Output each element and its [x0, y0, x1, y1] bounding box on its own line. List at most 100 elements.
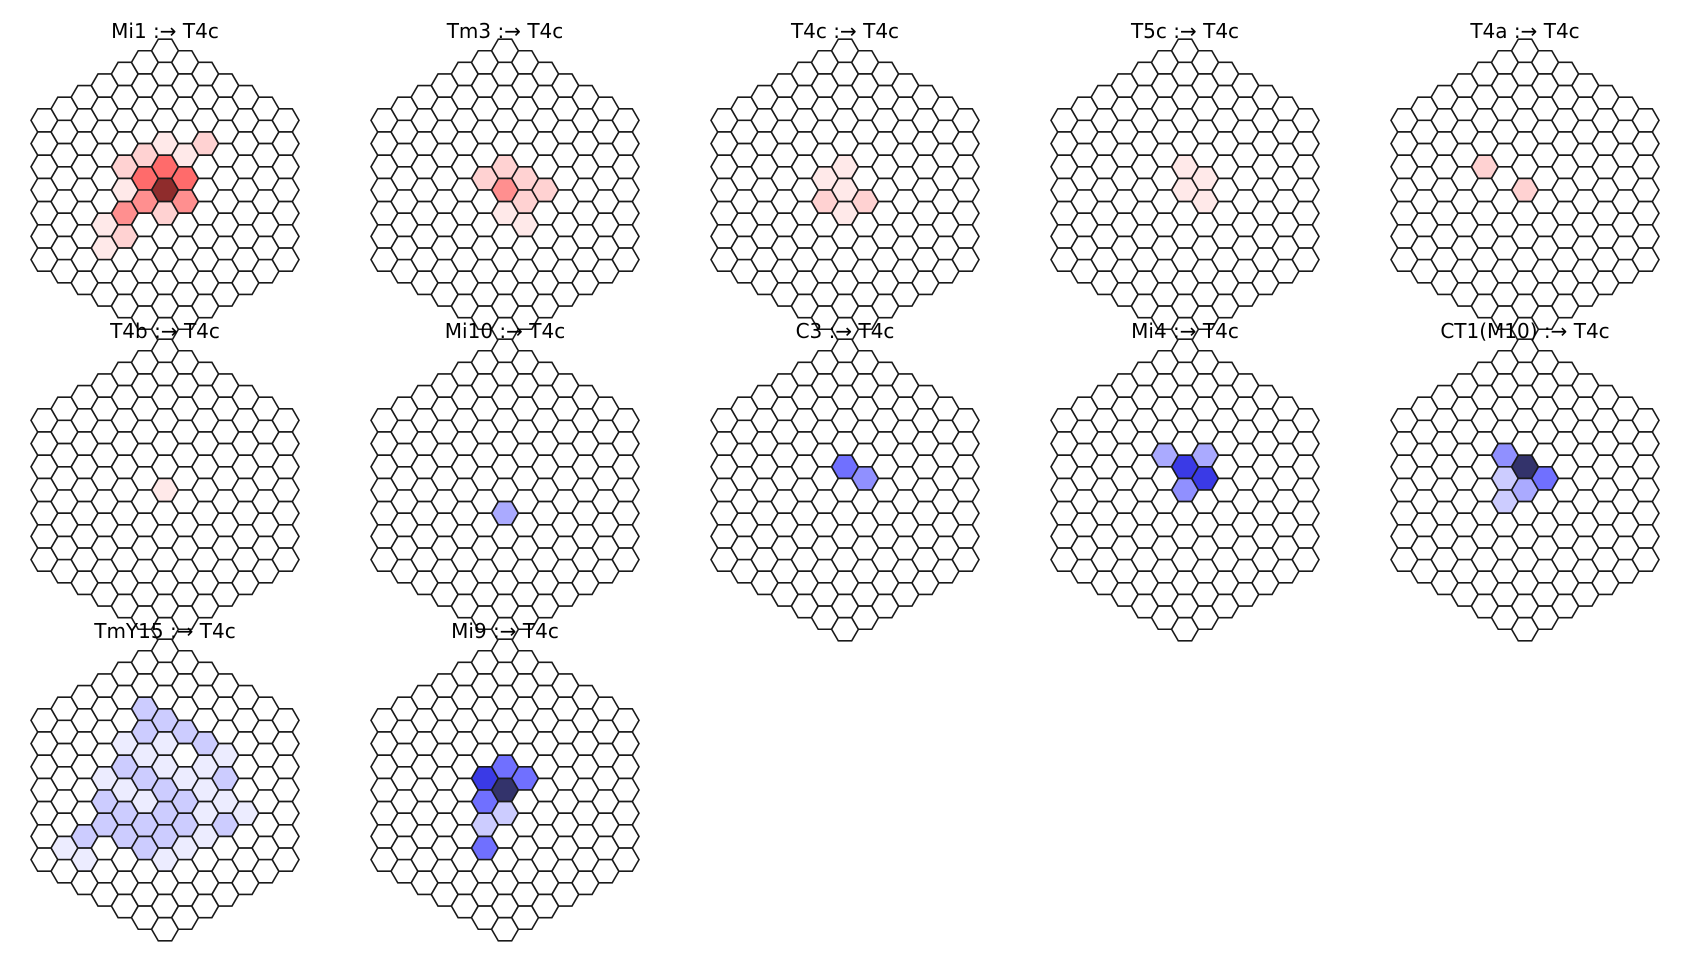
hex-cell: [1291, 247, 1320, 273]
hex-cell: [1631, 547, 1660, 573]
hex-cell: [951, 131, 980, 156]
hex-cell: [271, 524, 300, 549]
hex-cell: [271, 431, 300, 456]
hex-cell: [1631, 477, 1660, 503]
hex-cell: [1291, 177, 1320, 203]
hex-cell: [271, 847, 300, 873]
panel: Mi10 :→ T4c: [370, 319, 640, 642]
hex-cell: [611, 177, 640, 203]
panel-title: Mi4 :→ T4c: [1131, 319, 1239, 343]
hex-cell: [1291, 131, 1320, 156]
hex-cell: [951, 154, 980, 180]
hex-cell: [951, 407, 980, 433]
hex-cell: [611, 707, 640, 733]
panel-title: CT1(M10) :→ T4c: [1440, 319, 1609, 343]
hex-cell: [951, 107, 980, 133]
hex-cell: [611, 454, 640, 480]
panel-title: T5c :→ T4c: [1130, 19, 1239, 43]
hex-cell: [1631, 247, 1660, 273]
hex-cell: [951, 431, 980, 456]
hex-cell: [271, 477, 300, 503]
hex-cell: [611, 500, 640, 526]
hex-cell: [1631, 224, 1660, 249]
hex-cell: [271, 707, 300, 733]
hex-cell: [271, 407, 300, 433]
hex-cell: [1631, 431, 1660, 456]
hex-cell: [951, 247, 980, 273]
hex-cell: [1291, 431, 1320, 456]
panel-title: T4a :→ T4c: [1469, 19, 1579, 43]
hex-cell: [1631, 177, 1660, 203]
hex-cell: [1631, 131, 1660, 156]
hex-cell: [271, 500, 300, 526]
hex-cell: [1291, 477, 1320, 503]
hex-cell: [611, 407, 640, 433]
panel-title: C3 :→ T4c: [796, 319, 895, 343]
hex-cell: [271, 754, 300, 780]
hex-cell: [611, 754, 640, 780]
panel-title: T4c :→ T4c: [790, 19, 899, 43]
hex-cell: [611, 247, 640, 273]
hex-cell: [1291, 454, 1320, 480]
hex-cell: [611, 107, 640, 133]
panel-title: Mi10 :→ T4c: [445, 319, 565, 343]
panel-title: T4b :→ T4c: [109, 319, 220, 343]
panel-title: Mi9 :→ T4c: [451, 619, 559, 643]
panel: TmY15 :→ T4c: [30, 619, 300, 942]
hex-cell: [1631, 200, 1660, 226]
hex-cell: [1291, 407, 1320, 433]
panel: T4b :→ T4c: [30, 319, 300, 642]
hex-cell: [271, 247, 300, 273]
hex-cell: [1291, 224, 1320, 249]
panel: T5c :→ T4c: [1050, 19, 1320, 342]
hex-cell: [951, 524, 980, 549]
hex-cell: [271, 154, 300, 180]
hex-cell: [951, 200, 980, 226]
panel-title: Mi1 :→ T4c: [111, 19, 219, 43]
hex-cell: [1291, 154, 1320, 180]
hex-cell: [1631, 407, 1660, 433]
hex-cell: [271, 800, 300, 826]
hex-cell: [611, 777, 640, 803]
hex-cell: [951, 477, 980, 503]
hex-cell: [951, 500, 980, 526]
panel-title: TmY15 :→ T4c: [93, 619, 236, 643]
hex-cell: [611, 800, 640, 826]
hex-cell: [271, 224, 300, 249]
hex-cell: [1291, 524, 1320, 549]
hex-cell: [611, 131, 640, 156]
hex-cell: [271, 824, 300, 849]
hex-cell: [271, 200, 300, 226]
hex-cell: [611, 524, 640, 549]
panel: C3 :→ T4c: [710, 319, 980, 642]
panels-grid: Mi1 :→ T4c Tm3 :→ T4c T4c :→ T4c T5c :→ T4c…: [30, 19, 1660, 942]
hex-cell: [611, 224, 640, 249]
panel: Mi4 :→ T4c: [1050, 319, 1320, 642]
hex-cell: [611, 431, 640, 456]
hex-cell: [611, 731, 640, 756]
hex-cell: [271, 547, 300, 573]
hex-cell: [1291, 547, 1320, 573]
hex-cell: [611, 154, 640, 180]
hex-cell: [951, 224, 980, 249]
hex-cell: [951, 454, 980, 480]
hex-cell: [611, 847, 640, 873]
hex-cell: [1291, 500, 1320, 526]
hex-cell: [271, 107, 300, 133]
hex-cell: [1291, 107, 1320, 133]
hex-cell: [951, 177, 980, 203]
panel: CT1(M10) :→ T4c: [1390, 319, 1660, 642]
hex-cell: [271, 131, 300, 156]
hex-cell: [1631, 454, 1660, 480]
panel: T4a :→ T4c: [1390, 19, 1660, 342]
hex-cell: [611, 547, 640, 573]
hex-cell: [951, 547, 980, 573]
hex-cell: [1631, 107, 1660, 133]
panel: Tm3 :→ T4c: [370, 19, 640, 342]
panel: Mi9 :→ T4c: [370, 619, 640, 942]
hex-cell: [1631, 524, 1660, 549]
hex-cell: [611, 477, 640, 503]
panel-title: Tm3 :→ T4c: [446, 19, 564, 43]
hex-cell: [271, 731, 300, 756]
